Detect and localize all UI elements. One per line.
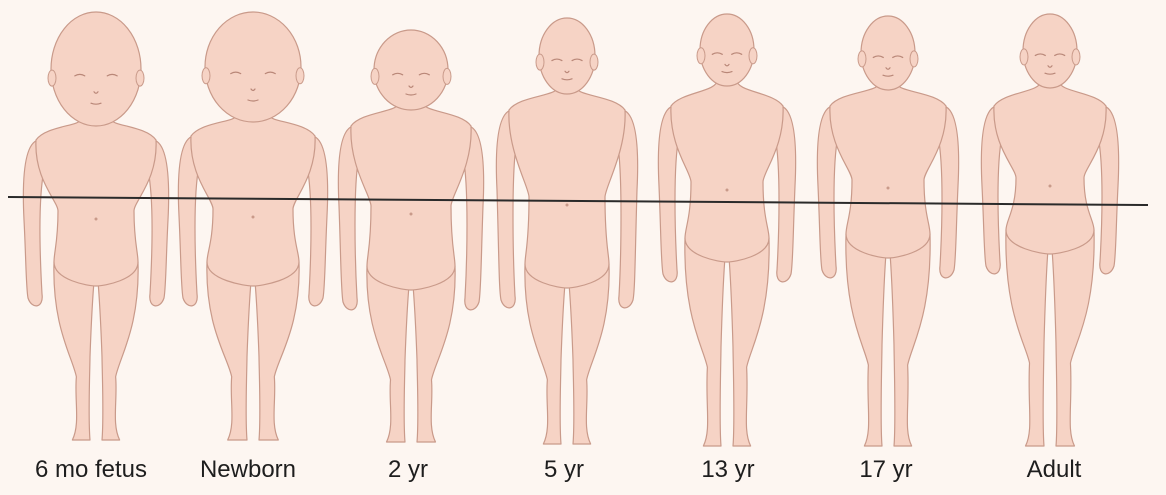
label-newborn: Newborn [173, 456, 323, 484]
ear-left [48, 70, 56, 86]
head [861, 16, 915, 90]
leg-left [54, 262, 94, 440]
leg-left [685, 238, 725, 446]
head [51, 12, 141, 126]
label-adult: Adult [979, 456, 1129, 484]
figure-17yr [817, 16, 958, 446]
leg-left [846, 234, 886, 446]
navel [887, 187, 890, 190]
navel [252, 216, 255, 219]
head [700, 14, 754, 86]
leg-right [255, 262, 299, 440]
leg-right [413, 266, 455, 442]
leg-left [367, 266, 409, 442]
torso [994, 82, 1106, 254]
figure-6mo-fetus [23, 12, 168, 440]
figure-2yr [338, 30, 483, 442]
navel [410, 213, 413, 216]
leg-right [569, 264, 609, 444]
leg-left [207, 262, 251, 440]
torso [509, 88, 625, 288]
leg-right [1052, 230, 1094, 446]
ear-left [536, 54, 544, 70]
head [205, 12, 301, 122]
ear-left [1020, 49, 1028, 65]
figure-13yr [658, 14, 795, 446]
ear-left [697, 48, 705, 64]
ear-right [296, 68, 304, 84]
ear-right [590, 54, 598, 70]
leg-right [729, 238, 769, 446]
ear-left [858, 51, 866, 67]
navel [1049, 185, 1052, 188]
figures-group [23, 12, 1118, 446]
head [1023, 14, 1077, 88]
leg-right [98, 262, 138, 440]
label-2yr: 2 yr [333, 456, 483, 484]
figure-5yr [496, 18, 637, 444]
label-17yr: 17 yr [811, 456, 961, 484]
navel [726, 189, 729, 192]
torso [830, 84, 946, 258]
ear-right [136, 70, 144, 86]
ear-right [910, 51, 918, 67]
figure-newborn [178, 12, 327, 440]
ear-right [443, 68, 451, 84]
leg-left [525, 264, 565, 444]
label-13yr: 13 yr [653, 456, 803, 484]
head [539, 18, 595, 94]
ear-right [749, 48, 757, 64]
navel [95, 218, 98, 221]
ear-right [1072, 49, 1080, 65]
ear-left [202, 68, 210, 84]
navel [566, 204, 569, 207]
head [374, 30, 448, 110]
label-6mo-fetus: 6 mo fetus [16, 456, 166, 484]
torso [36, 120, 156, 286]
ear-left [371, 68, 379, 84]
figure-adult [981, 14, 1118, 446]
torso [191, 116, 315, 286]
torso [671, 80, 783, 262]
label-5yr: 5 yr [489, 456, 639, 484]
torso [351, 104, 471, 290]
leg-right [890, 234, 930, 446]
leg-left [1006, 230, 1048, 446]
